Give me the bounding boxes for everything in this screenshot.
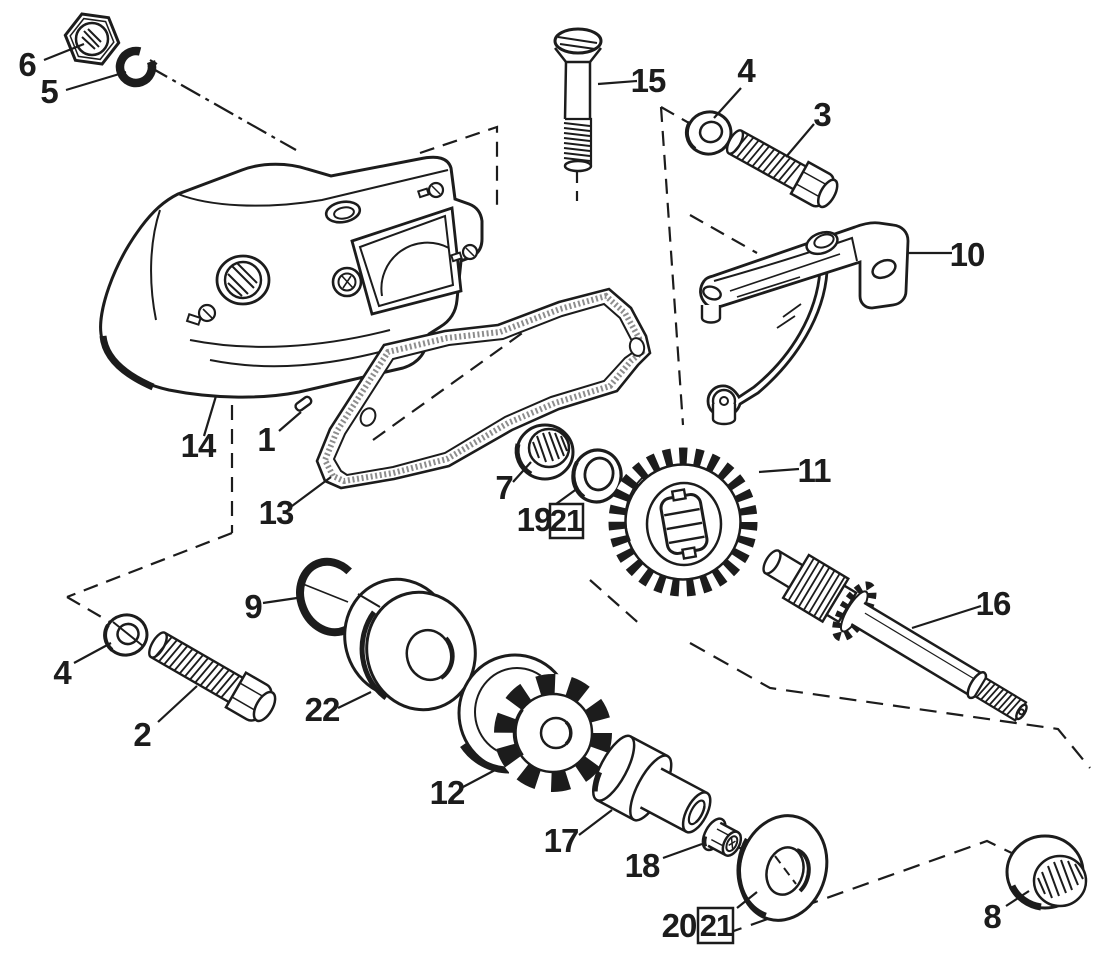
flat-washer-part-20 xyxy=(736,814,829,922)
callout-9: 9 xyxy=(244,588,262,625)
callout-labels: 6 5 15 4 3 10 14 1 13 7 19 21 11 16 9 22… xyxy=(18,46,1012,945)
callout-20: 20 xyxy=(662,907,697,944)
callout-6: 6 xyxy=(18,46,36,83)
callout-21-box-b xyxy=(696,906,735,945)
callout-17: 17 xyxy=(544,822,579,859)
flat-washer-part-4-top xyxy=(684,110,733,156)
callout-3: 3 xyxy=(813,96,831,133)
callout-13: 13 xyxy=(259,494,294,531)
hex-bolt-part-2 xyxy=(148,631,277,723)
callout-14: 14 xyxy=(181,427,217,464)
slotted-screw-part-15 xyxy=(553,27,603,173)
callout-18: 18 xyxy=(625,847,660,884)
hex-bolt-part-3 xyxy=(725,129,839,209)
callout-8: 8 xyxy=(983,898,1001,935)
needle-bearing-part-7 xyxy=(514,423,575,481)
thrust-washer-part-22 xyxy=(343,577,477,712)
callout-21-box-a xyxy=(548,502,585,540)
hex-nut-part-6 xyxy=(63,12,121,66)
needle-bearing-part-8 xyxy=(1005,834,1088,911)
spur-gear-part-11 xyxy=(608,447,758,597)
housing-part-14 xyxy=(99,155,484,399)
gasket-part-13 xyxy=(315,287,652,490)
flange-nut-part-18 xyxy=(701,817,743,857)
lock-washer-part-5 xyxy=(115,46,158,88)
callout-2: 2 xyxy=(133,716,151,753)
callout-21-b: 21 xyxy=(700,908,733,943)
callout-16: 16 xyxy=(976,585,1011,622)
callout-15: 15 xyxy=(631,62,666,99)
callout-4-bottom: 4 xyxy=(53,654,72,691)
callout-5: 5 xyxy=(40,73,58,110)
dowel-pin-part-1 xyxy=(294,395,313,412)
gear-shaft-part-16 xyxy=(762,549,1028,722)
pinion-gear-part-12 xyxy=(457,653,612,792)
callout-1: 1 xyxy=(257,421,275,458)
callout-21-a: 21 xyxy=(550,503,583,538)
callout-7: 7 xyxy=(495,469,512,506)
callout-10: 10 xyxy=(950,236,985,273)
callout-4-top: 4 xyxy=(737,52,756,89)
seal-ring-part-19 xyxy=(571,448,623,504)
spacer-bushing-part-17 xyxy=(592,734,712,834)
callout-11: 11 xyxy=(798,452,832,489)
callout-12: 12 xyxy=(430,774,465,811)
callout-22: 22 xyxy=(305,691,340,728)
leader-lines xyxy=(43,42,1030,909)
shift-lever-part-10 xyxy=(699,221,910,426)
flat-washer-part-4-bottom xyxy=(103,613,149,657)
callout-19: 19 xyxy=(517,501,552,538)
